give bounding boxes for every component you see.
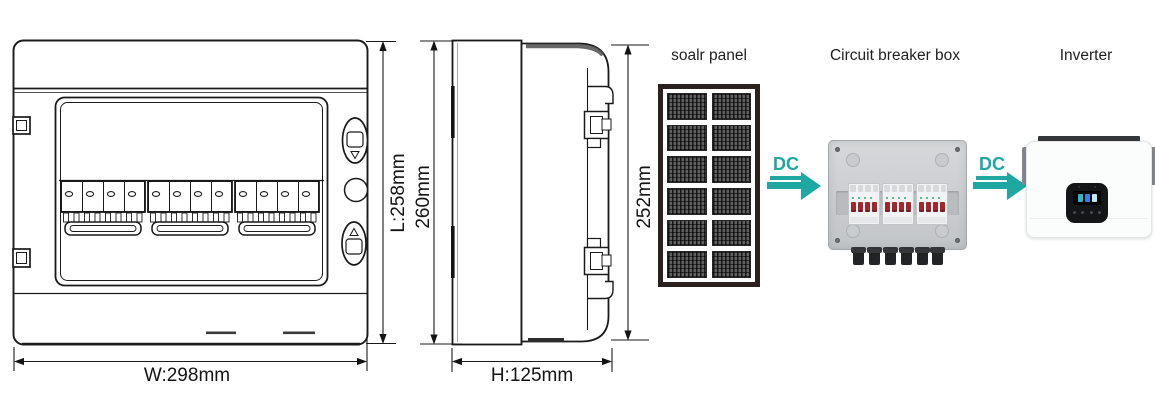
width-dimension (13, 334, 368, 371)
outer-height-dimension-label: 260mm (413, 165, 434, 228)
width-dimension-label: W:298mm (144, 365, 230, 386)
inverter-image (1022, 135, 1155, 239)
breaker-box-image (828, 140, 967, 265)
wall-clip-top (12, 116, 31, 135)
length-dimension-label: L:258mm (388, 153, 409, 232)
side-latch-top (583, 85, 614, 149)
dc-label: DC (773, 154, 799, 174)
inner-height-dimension (611, 44, 649, 341)
length-dimension (366, 40, 396, 345)
depth-dimension-label: H:125mm (491, 365, 573, 386)
dc-label: DC (979, 154, 1005, 174)
arrow-right-icon (801, 172, 821, 200)
wall-clip-bottom (12, 248, 31, 268)
outer-height-dimension (420, 40, 462, 345)
front-view-drawing (12, 39, 396, 371)
inverter-label: Inverter (1059, 47, 1113, 64)
side-view-drawing (420, 39, 649, 372)
inner-height-dimension-label: 252mm (634, 165, 655, 228)
breaker-box-label: Circuit breaker box (829, 47, 961, 64)
front-knob (343, 177, 369, 203)
inverter-mount-bracket (1038, 136, 1140, 142)
side-latch-bottom (583, 237, 614, 300)
dc-arrow-1: DC (767, 154, 823, 202)
front-latch-top (341, 117, 369, 164)
breaker-row (59, 179, 324, 236)
depth-dimension (451, 348, 613, 372)
dc-arrow-2: DC (973, 154, 1029, 202)
solar-panel-label: soalr panel (671, 47, 747, 64)
inverter-display (1066, 183, 1108, 223)
front-latch-bottom (341, 221, 367, 266)
solar-panel-image (658, 84, 760, 287)
